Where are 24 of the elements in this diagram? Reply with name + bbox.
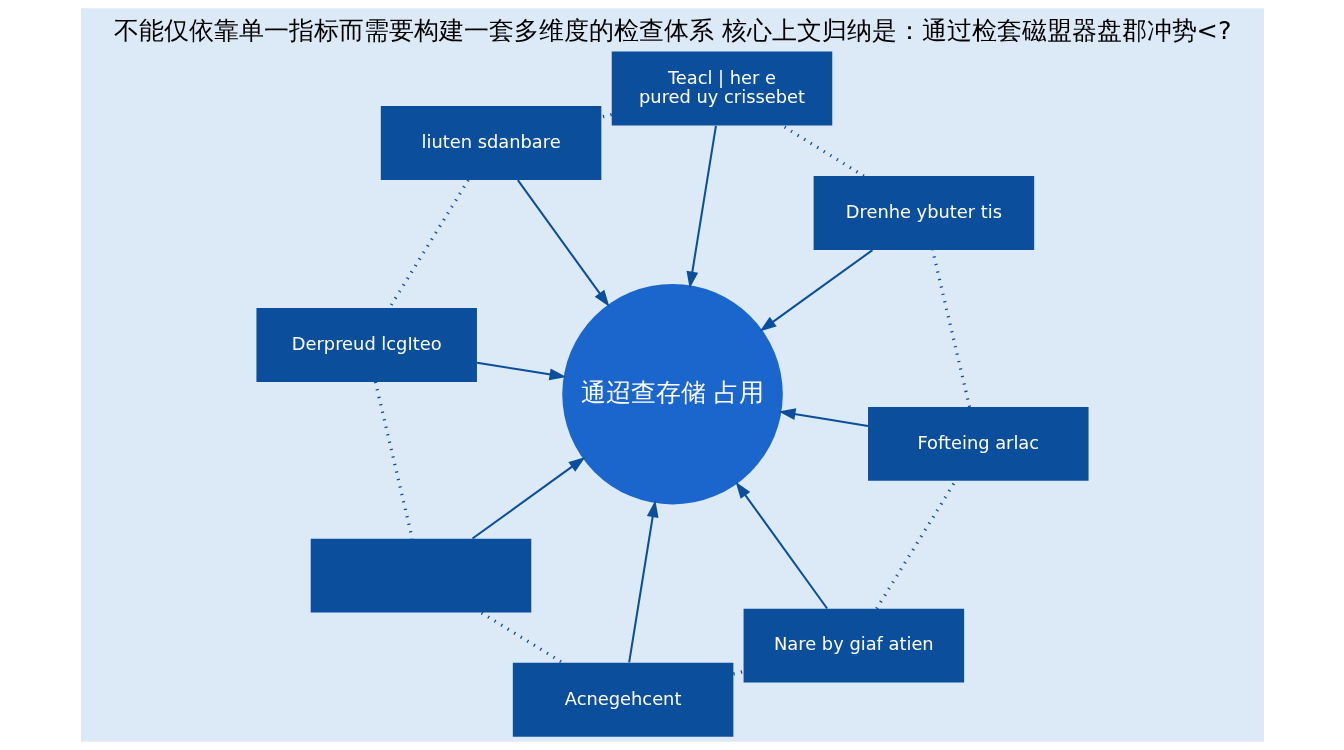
- connector: [387, 179, 470, 309]
- arrow: [735, 481, 828, 610]
- node-box: Drenhe ybuter tis: [813, 176, 1034, 251]
- node-box: Acnegehcent: [512, 662, 733, 737]
- node-box: Derpreud lcgIteo: [255, 307, 477, 382]
- arrow: [627, 500, 658, 663]
- arrow: [516, 179, 609, 307]
- node-box: liuten sdanbare: [380, 106, 601, 181]
- connector: [930, 249, 971, 408]
- connector: [732, 669, 744, 676]
- connector: [373, 381, 414, 540]
- arrow: [476, 361, 566, 381]
- node-circle: 通迢查存储 占用: [561, 283, 783, 505]
- node-box: Teacl | her e pured uy crissebet: [611, 51, 832, 126]
- node-box: [310, 538, 531, 613]
- arrow: [686, 125, 717, 289]
- diagram-title: 不能仅依靠单一指标而需要构建一套多维度的检查体系 核心上文归纳是：通过检套磁盟器盘郡冲势<?: [113, 14, 1231, 45]
- connector: [480, 611, 564, 665]
- arrow: [759, 249, 873, 332]
- arrow: [778, 408, 868, 427]
- node-box: Nare by giaf atien: [743, 608, 964, 683]
- arrow: [471, 457, 585, 540]
- connector: [874, 480, 957, 610]
- node-box: Fofteing arlac: [867, 406, 1089, 481]
